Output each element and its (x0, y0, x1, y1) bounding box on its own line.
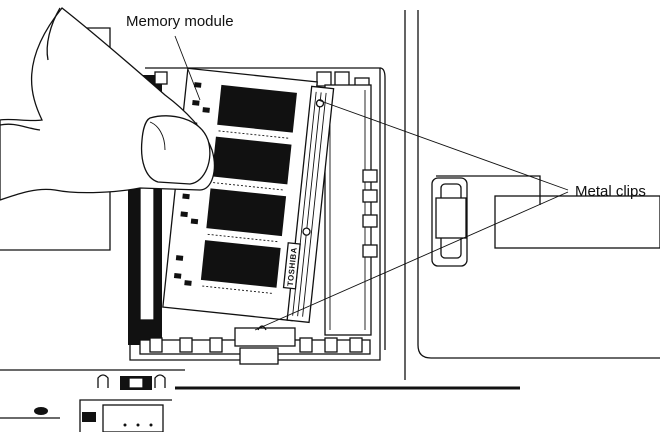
chip-brand-label: TOSHIBA (286, 247, 299, 287)
metal-clip-callout-top (317, 99, 569, 191)
memory-chips (200, 84, 297, 295)
metal-clip-callout-bottom (254, 191, 569, 331)
memory-module-callout (174, 35, 201, 101)
hand-illustration (0, 7, 215, 251)
laptop-bottom-edge (0, 369, 520, 432)
callout-lines (174, 35, 569, 331)
metal-clips-label: Metal clips (575, 183, 646, 200)
memory-module: TOSHIBA (162, 67, 335, 324)
laptop-base-panel (404, 10, 660, 380)
memory-module-label: Memory module (126, 13, 234, 30)
